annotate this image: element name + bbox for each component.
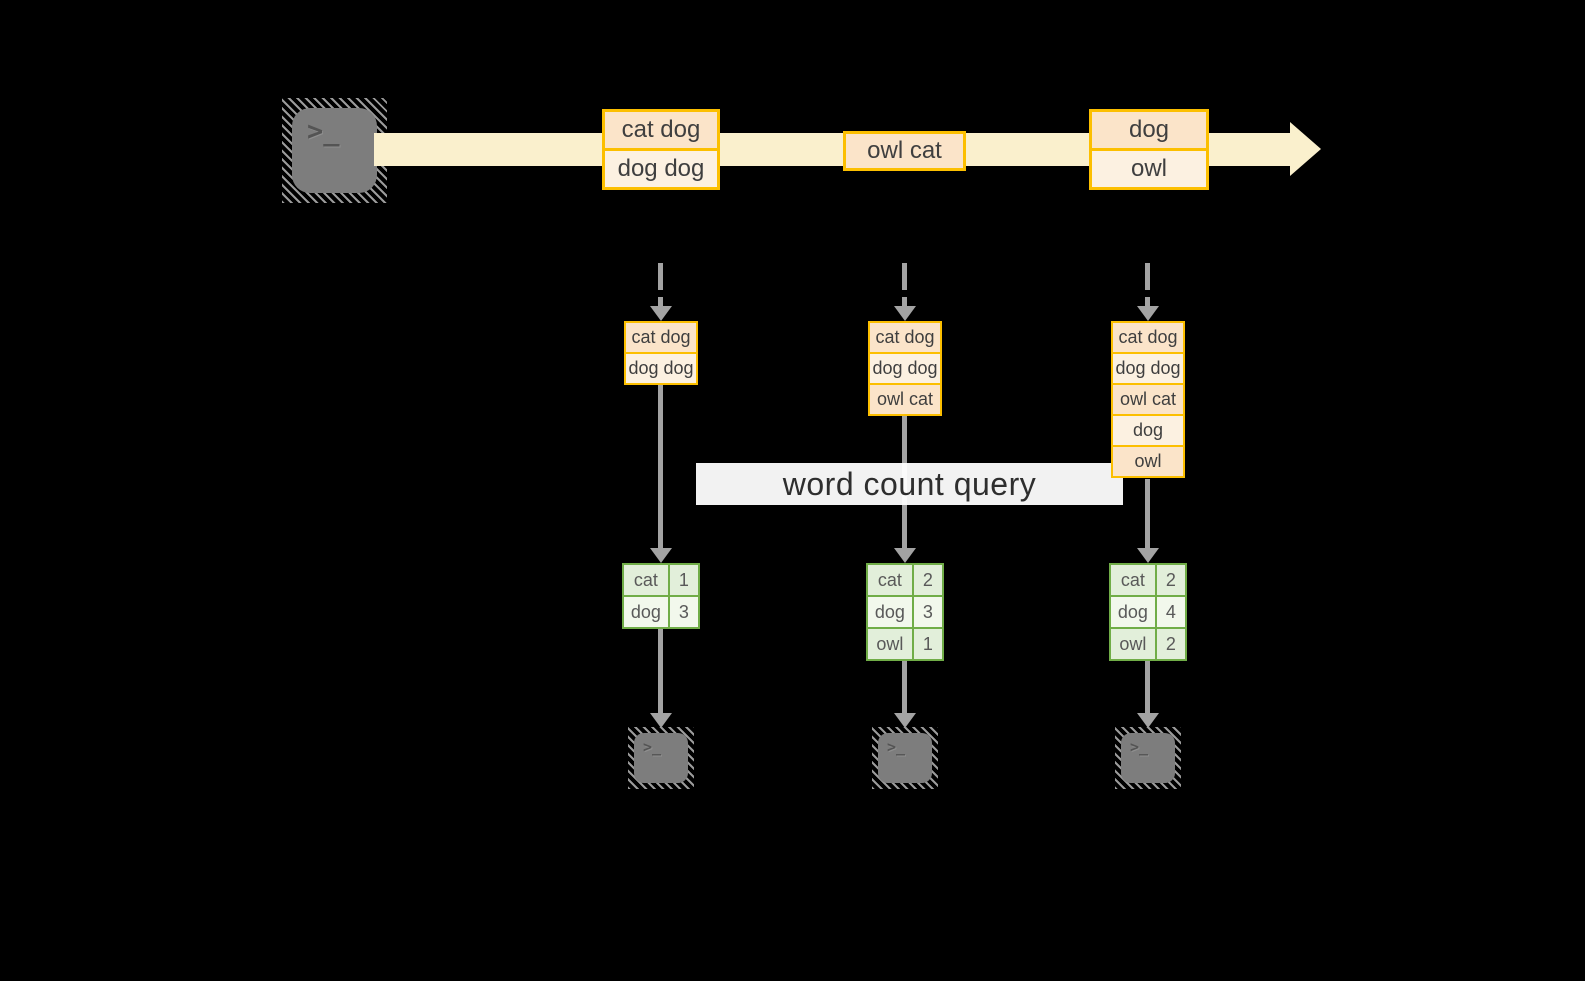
buffered-event: cat dog [624, 321, 698, 354]
sink-terminal-icon-3: >_ [1115, 727, 1181, 789]
buffered-event: dog [1111, 414, 1185, 447]
stream-arrowhead-icon [1290, 122, 1321, 176]
count-row: dog 3 [866, 595, 944, 629]
stream-event: owl cat [846, 134, 963, 168]
connector-line [1145, 659, 1150, 714]
stream-event: dog dog [605, 148, 717, 187]
buffered-event: dog dog [624, 352, 698, 385]
count-value: 3 [911, 597, 942, 627]
count-word: cat [633, 570, 658, 590]
terminal-prompt-glyph: >_ [634, 733, 688, 783]
buffered-event: cat dog [1111, 321, 1185, 354]
buffer-stack-3: cat dog dog dog owl cat dog owl [1111, 321, 1185, 478]
buffered-event: owl [1111, 445, 1185, 478]
stream-event: cat dog [605, 112, 717, 148]
terminal-prompt-glyph: >_ [1121, 733, 1175, 783]
count-value: 4 [1154, 597, 1185, 627]
stream-event: dog [1092, 112, 1206, 148]
count-row: cat 1 [622, 563, 700, 597]
count-word: owl [876, 634, 904, 654]
connector-line [1145, 479, 1150, 549]
count-word: dog [874, 602, 905, 622]
count-word: cat [877, 570, 902, 590]
connector-arrowhead-icon [1137, 548, 1159, 563]
connector-line [658, 627, 663, 714]
dashed-arrowhead-2-icon [894, 306, 916, 321]
count-value: 3 [667, 597, 698, 627]
buffered-event: dog dog [868, 352, 942, 385]
terminal-prompt-glyph: >_ [878, 733, 932, 783]
count-word: owl [1119, 634, 1147, 654]
connector-arrowhead-icon [1137, 713, 1159, 728]
stream-event-batch-1: cat dog dog dog [602, 109, 720, 190]
dashed-arrow-3 [1145, 297, 1150, 306]
count-value: 2 [1154, 565, 1185, 595]
buffered-event: owl cat [868, 383, 942, 416]
count-word: cat [1120, 570, 1145, 590]
count-value: 2 [1154, 629, 1185, 659]
count-row: cat 2 [866, 563, 944, 597]
stream-event-batch-2: owl cat [843, 131, 966, 171]
sink-terminal-icon-1: >_ [628, 727, 694, 789]
buffer-stack-1: cat dog dog dog [624, 321, 698, 385]
dashed-arrow-1 [658, 297, 663, 306]
sink-terminal-icon-2: >_ [872, 727, 938, 789]
terminal-prompt-glyph: >_ [292, 108, 377, 193]
count-word: dog [1117, 602, 1148, 622]
count-value: 2 [911, 565, 942, 595]
count-table-1: cat 1 dog 3 [622, 563, 700, 629]
connector-arrowhead-icon [894, 713, 916, 728]
buffer-stack-2: cat dog dog dog owl cat [868, 321, 942, 416]
dashed-arrow-2 [902, 263, 907, 290]
dashed-arrowhead-1-icon [650, 306, 672, 321]
count-table-3: cat 2 dog 4 owl 2 [1109, 563, 1187, 661]
buffered-event: owl cat [1111, 383, 1185, 416]
buffered-event: dog dog [1111, 352, 1185, 385]
connector-line [902, 659, 907, 714]
count-row: owl 2 [1109, 627, 1187, 661]
connector-arrowhead-icon [650, 548, 672, 563]
connector-arrowhead-icon [894, 548, 916, 563]
query-operator-label: word count query [696, 463, 1123, 505]
connector-line [658, 383, 663, 549]
count-row: dog 3 [622, 595, 700, 629]
connector-arrowhead-icon [650, 713, 672, 728]
buffered-event: cat dog [868, 321, 942, 354]
stream-event: owl [1092, 148, 1206, 187]
count-row: cat 2 [1109, 563, 1187, 597]
dashed-arrow-2 [902, 297, 907, 306]
count-row: owl 1 [866, 627, 944, 661]
count-value: 1 [667, 565, 698, 595]
count-value: 1 [911, 629, 942, 659]
stream-event-batch-3: dog owl [1089, 109, 1209, 190]
count-word: dog [630, 602, 661, 622]
count-row: dog 4 [1109, 595, 1187, 629]
dashed-arrow-3 [1145, 263, 1150, 290]
dashed-arrowhead-3-icon [1137, 306, 1159, 321]
source-terminal-icon: >_ [282, 98, 387, 203]
count-table-2: cat 2 dog 3 owl 1 [866, 563, 944, 661]
dashed-arrow-1 [658, 263, 663, 290]
